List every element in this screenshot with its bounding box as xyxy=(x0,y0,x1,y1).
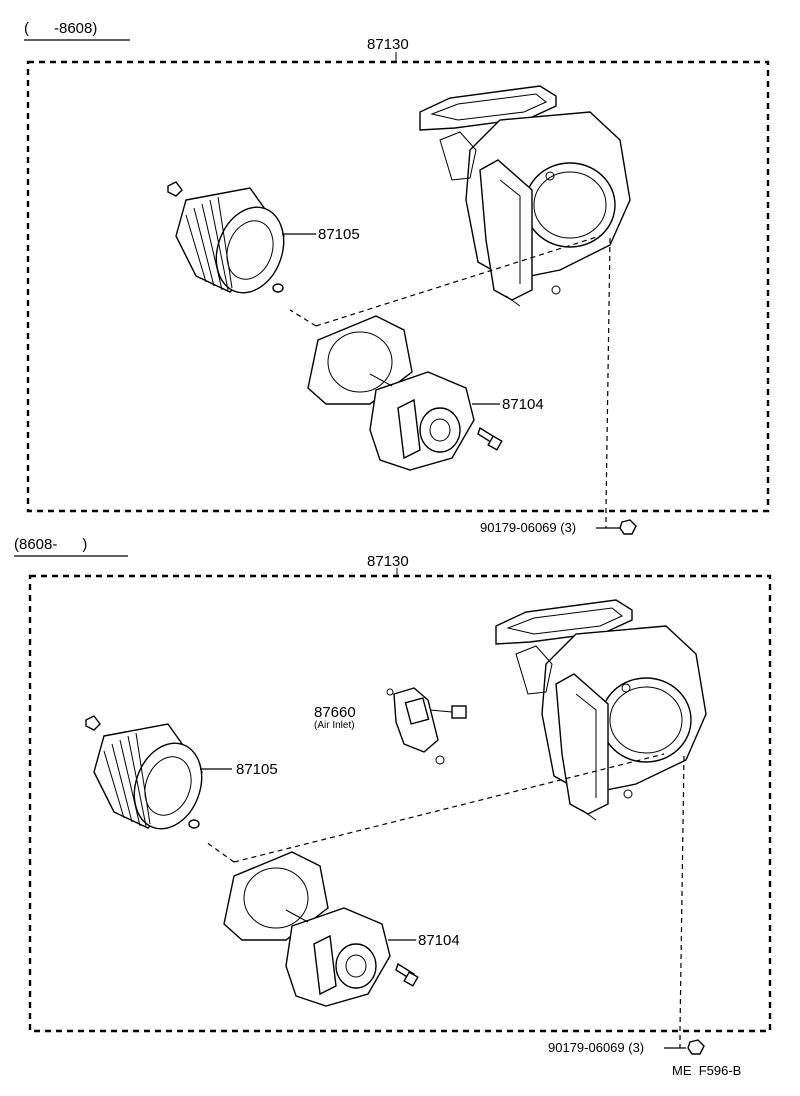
section-2-motor-label: 87104 xyxy=(418,932,460,949)
section-2-bolt-label: 90179-06069 (3) xyxy=(548,1040,644,1055)
footer-code: ME F596-B xyxy=(672,1063,741,1078)
section-1-motor-label: 87104 xyxy=(502,396,544,413)
section-2-blower-motor xyxy=(223,851,391,1007)
section-1-blower-motor xyxy=(307,315,475,471)
section-2-blower-housing xyxy=(495,599,707,821)
section-1-blower-housing xyxy=(419,85,631,307)
section-1-filter-label: 87105 xyxy=(318,226,360,243)
section-1-screw xyxy=(477,426,503,451)
section-1-range: ( -8608) xyxy=(24,20,97,37)
section-1-bolt xyxy=(619,519,637,535)
section-2-filter-label: 87105 xyxy=(236,761,278,778)
section-2-assembly-label: 87130 xyxy=(367,553,409,570)
section-2-assembly-border xyxy=(28,574,772,1033)
section-1-filter xyxy=(167,181,285,294)
section-2-screw xyxy=(395,962,419,987)
section-2-servo-motor xyxy=(386,687,467,765)
section-2-servo-label: 87660 xyxy=(314,704,356,721)
section-1: ( -8608) 87130 xyxy=(24,20,770,535)
section-1-bolt-label: 90179-06069 (3) xyxy=(480,520,576,535)
section-2: (8608- ) 87130 8766 xyxy=(14,536,772,1055)
section-2-servo-note: (Air Inlet) xyxy=(314,720,355,731)
section-2-range: (8608- ) xyxy=(14,536,87,553)
section-2-bolt xyxy=(687,1039,705,1055)
section-2-filter xyxy=(85,715,203,830)
section-1-assembly-label: 87130 xyxy=(367,36,409,53)
